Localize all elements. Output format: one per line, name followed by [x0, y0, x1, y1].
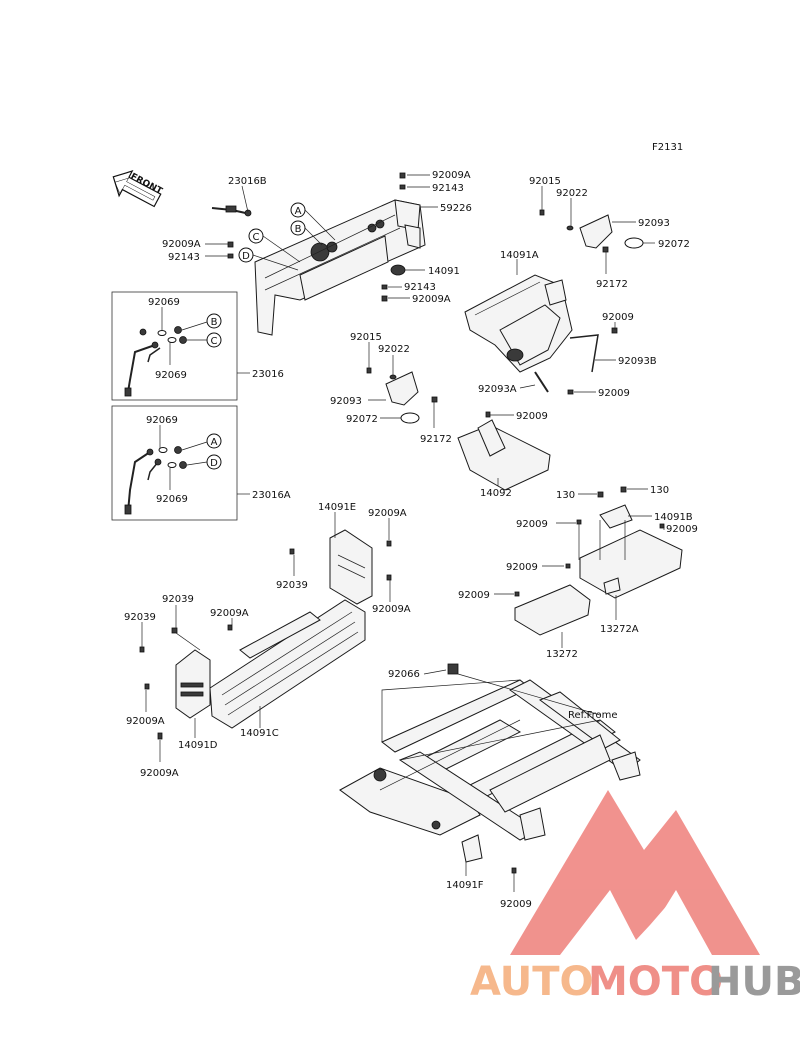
bolt-icons-top [227, 172, 406, 302]
watermark-hub: HUB [708, 959, 800, 1005]
cable-23016b [211, 205, 252, 217]
label-14091a: 14091A [500, 250, 539, 261]
bracket-92093-top [539, 209, 644, 253]
watermark-moto: MOTO [588, 959, 723, 1005]
label-23016b: 23016B [228, 176, 267, 187]
label-92039-2: 92039 [162, 594, 194, 605]
label-92015-2: 92015 [350, 332, 382, 343]
label-92093a: 92093A [478, 384, 517, 395]
bracket-14091d [139, 627, 211, 740]
svg-text:A: A [211, 437, 218, 448]
label-92009-7: 92009 [458, 590, 490, 601]
guard-14091c [209, 599, 366, 729]
label-92039-3: 92039 [124, 612, 156, 623]
label-14092: 14092 [480, 488, 512, 499]
label-13272a: 13272A [600, 624, 639, 635]
callout-d-top: D [238, 247, 254, 263]
callout-c-top: C [248, 228, 264, 244]
label-14091b: 14091B [654, 512, 693, 523]
label-13272: 13272 [546, 649, 578, 660]
label-92069-3: 92069 [146, 415, 178, 426]
label-14091: 14091 [428, 266, 460, 277]
label-92009a-5: 92009A [372, 604, 411, 615]
rod-92093b [534, 327, 618, 395]
plate-14092 [457, 411, 551, 491]
label-92009a-8: 92009A [140, 768, 179, 779]
callout-b-box1: B [206, 313, 222, 329]
label-92009-4: 92009 [666, 524, 698, 535]
label-92009-2: 92009 [598, 388, 630, 399]
label-92072-2: 92072 [346, 414, 378, 425]
label-92172-2: 92172 [420, 434, 452, 445]
label-92009a-4: 92009A [368, 508, 407, 519]
figure-code: F2131 [652, 142, 683, 153]
label-92072-1: 92072 [658, 239, 690, 250]
label-92093-1: 92093 [638, 218, 670, 229]
label-92022-1: 92022 [556, 188, 588, 199]
callout-a-box2: A [206, 433, 222, 449]
floor-panel-13272 [514, 563, 591, 636]
label-92143-2: 92143 [168, 252, 200, 263]
label-92069-4: 92069 [156, 494, 188, 505]
label-92015-1: 92015 [529, 176, 561, 187]
cable-23016a [124, 446, 187, 515]
svg-text:B: B [295, 224, 302, 235]
floor-panel-13272a [576, 486, 683, 599]
svg-text:D: D [210, 458, 218, 469]
label-14091f: 14091F [446, 880, 484, 891]
label-92069-2: 92069 [155, 370, 187, 381]
callout-a-top: A [290, 202, 306, 218]
label-92009a-6: 92009A [210, 608, 249, 619]
svg-text:D: D [242, 251, 250, 262]
label-92009-6: 92009 [506, 562, 538, 573]
svg-text:C: C [211, 336, 218, 347]
bulkhead-panel [254, 199, 426, 336]
label-14091d: 14091D [178, 740, 218, 751]
label-92009a-3: 92009A [412, 294, 451, 305]
leader-lines-top [205, 174, 438, 299]
label-92009-1: 92009 [602, 312, 634, 323]
label-14091c: 14091C [240, 728, 279, 739]
label-92022-2: 92022 [378, 344, 410, 355]
detail-box-23016a [111, 405, 238, 521]
bracket-92093-mid [366, 367, 438, 424]
label-92143-3: 92143 [404, 282, 436, 293]
label-92009-8: 92009 [500, 899, 532, 910]
main-frame [339, 663, 641, 874]
label-92066: 92066 [388, 669, 420, 680]
detail-box-23016 [111, 291, 238, 401]
label-59226: 59226 [440, 203, 472, 214]
label-92009a-1: 92009A [432, 170, 471, 181]
label-92069-1: 92069 [148, 297, 180, 308]
ref-frame-label: Ref.Frome [568, 710, 618, 721]
guard-14091e [289, 529, 392, 605]
label-92143-1: 92143 [432, 183, 464, 194]
callout-d-box2: D [206, 454, 222, 470]
label-92009a-2: 92009A [162, 239, 201, 250]
label-92093-2: 92093 [330, 396, 362, 407]
label-92172-1: 92172 [596, 279, 628, 290]
callout-b-top: B [290, 220, 306, 236]
callout-c-box1: C [206, 332, 222, 348]
panel-14091a [464, 274, 573, 373]
label-92009-5: 92009 [516, 519, 548, 530]
label-92039-1: 92039 [276, 580, 308, 591]
label-14091e: 14091E [318, 502, 356, 513]
svg-text:C: C [253, 232, 260, 243]
label-23016: 23016 [252, 369, 284, 380]
label-92009a-7: 92009A [126, 716, 165, 727]
label-130-2: 130 [650, 485, 669, 496]
grommet-14091 [390, 264, 406, 276]
watermark-auto: AUTO [470, 959, 594, 1005]
cable-23016 [124, 326, 187, 397]
label-92093b: 92093B [618, 356, 657, 367]
front-arrow-icon [112, 170, 162, 208]
svg-text:A: A [295, 206, 302, 217]
label-92009-3: 92009 [516, 411, 548, 422]
label-23016a: 23016A [252, 490, 291, 501]
watermark-logo-icon [510, 790, 760, 955]
label-130-1: 130 [556, 490, 575, 501]
svg-text:B: B [211, 317, 218, 328]
